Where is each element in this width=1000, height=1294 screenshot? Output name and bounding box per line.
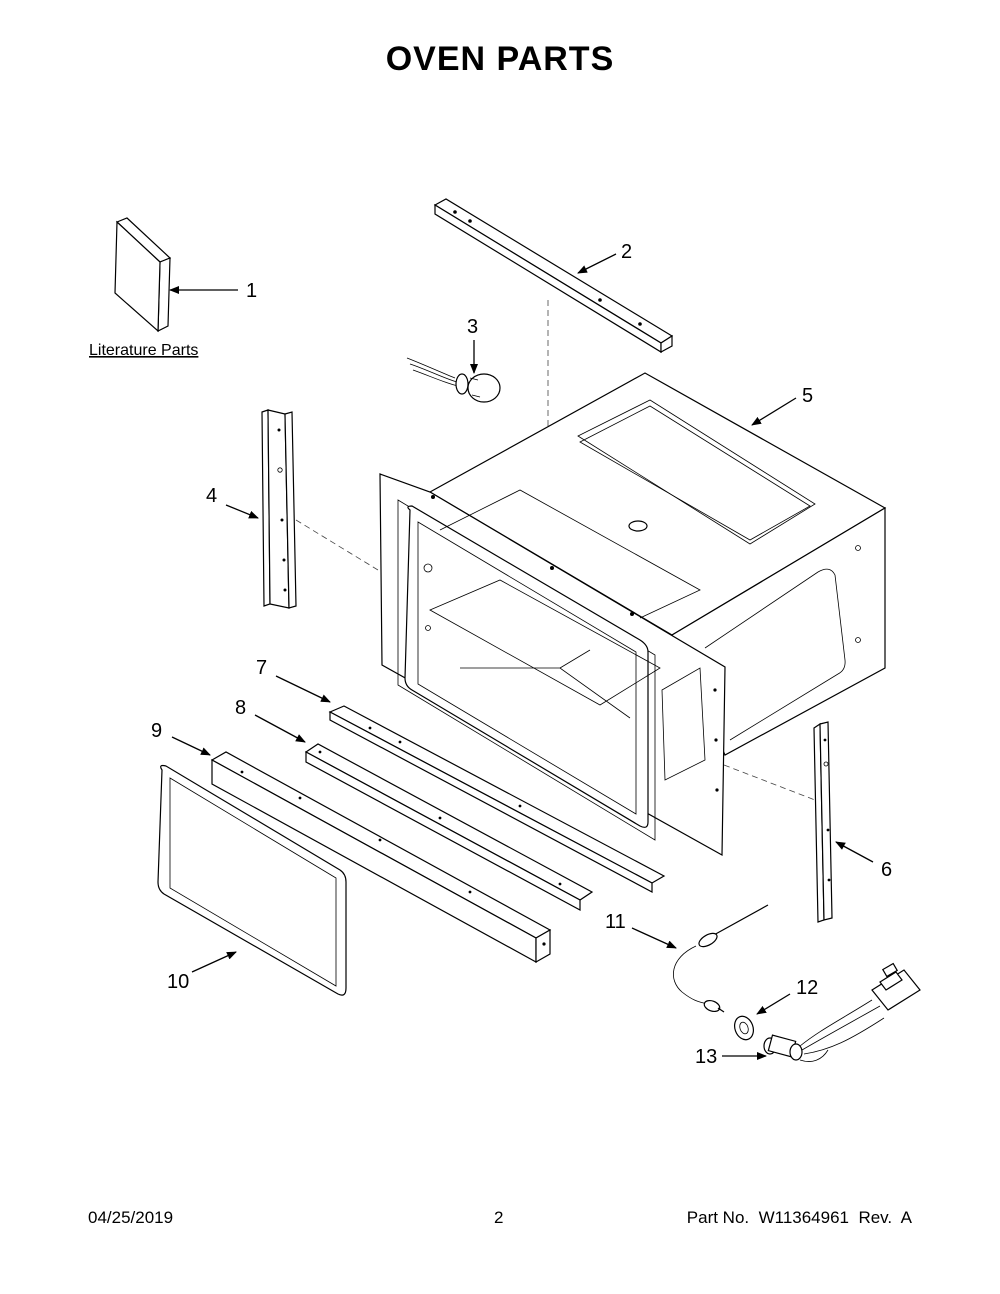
callout-arrow-7 — [275, 675, 331, 703]
part-9-bottom-channel[interactable] — [210, 751, 552, 964]
footer-date: 04/25/2019 — [88, 1208, 174, 1227]
callout-arrow-9 — [171, 736, 211, 756]
callout-6: 6 — [881, 859, 892, 881]
part-6-right-side-bracket[interactable] — [813, 721, 833, 923]
literature-parts-label: Literature Parts — [89, 342, 198, 359]
part-5-oven-cavity[interactable] — [379, 372, 887, 857]
part-3-thermal-limit[interactable] — [406, 357, 501, 403]
callout-arrow-2 — [577, 253, 617, 274]
callout-13: 13 — [695, 1046, 717, 1068]
page-title: OVEN PARTS — [385, 40, 615, 78]
footer-part-number: Part No. W11364961 Rev. A — [686, 1208, 912, 1227]
part-12-nut[interactable] — [731, 1014, 756, 1043]
part-10-door-gasket[interactable] — [157, 764, 347, 996]
callout-9: 9 — [151, 720, 162, 742]
part-4-left-side-bracket[interactable] — [261, 409, 297, 609]
assembly-guide-line — [723, 764, 816, 801]
callout-5: 5 — [802, 385, 813, 407]
part-2-top-rail[interactable] — [433, 198, 674, 354]
footer-page-number: 2 — [494, 1208, 504, 1227]
part-11-meat-probe[interactable] — [673, 904, 769, 1013]
part-8-seal-strip[interactable] — [304, 743, 594, 912]
callout-12: 12 — [796, 977, 818, 999]
part-1-literature-booklet[interactable] — [114, 217, 172, 333]
callout-8: 8 — [235, 697, 246, 719]
callout-arrow-11 — [631, 927, 677, 949]
callout-7: 7 — [256, 657, 267, 679]
callout-4: 4 — [206, 485, 217, 507]
callout-arrow-4 — [225, 504, 259, 519]
callout-arrow-6 — [835, 841, 874, 863]
callout-arrow-12 — [756, 993, 791, 1015]
callout-10: 10 — [167, 971, 189, 993]
assembly-guide-line — [295, 519, 379, 571]
callout-3: 3 — [467, 316, 478, 338]
callout-11: 11 — [605, 911, 626, 933]
callout-arrow-5 — [751, 397, 797, 426]
part-7-trim-strip[interactable] — [328, 705, 666, 894]
part-13-probe-receptacle-harness[interactable] — [763, 962, 921, 1062]
callout-2: 2 — [621, 241, 632, 263]
callout-arrow-8 — [254, 714, 306, 743]
callout-1: 1 — [246, 280, 257, 302]
callout-arrow-10 — [191, 951, 237, 973]
